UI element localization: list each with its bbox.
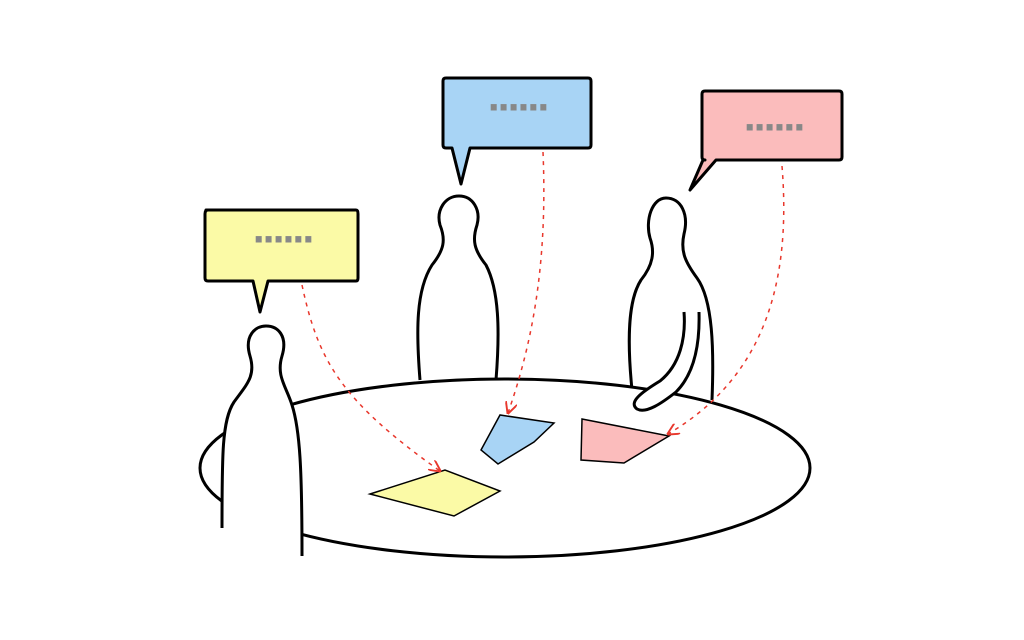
arrow-right-to-pink-note: [668, 165, 785, 434]
person-left: [220, 324, 304, 557]
speech-bubble-left-text: ······: [252, 220, 312, 260]
note-yellow: [367, 469, 502, 517]
speech-bubble-middle-text: ······: [487, 88, 547, 128]
meeting-table: [198, 377, 812, 559]
speech-bubble-right-text: ······: [743, 108, 803, 148]
speech-bubble-middle: ······: [441, 76, 593, 186]
person-middle: [416, 194, 500, 381]
arrow-middle-to-blue-note: [508, 151, 545, 413]
note-blue: [480, 414, 556, 465]
note-pink: [580, 418, 672, 464]
arrow-left-to-yellow-note: [301, 284, 440, 471]
person-right-arm: [632, 311, 701, 412]
speech-bubble-right: ······: [688, 89, 844, 192]
speech-bubble-left: ······: [203, 208, 360, 314]
